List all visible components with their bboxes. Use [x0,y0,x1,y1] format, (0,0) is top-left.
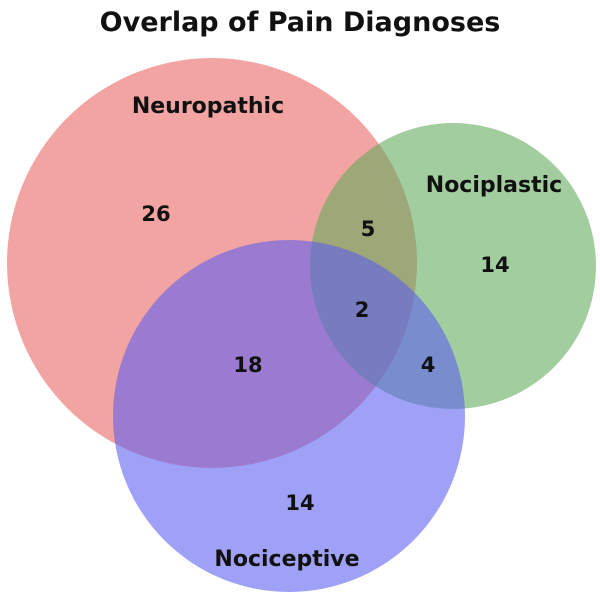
region-value-neuropathic-nociplastic: 5 [361,217,376,241]
set-circle-nociceptive [113,240,465,592]
region-value-neuropathic-only: 26 [141,202,170,226]
set-label-neuropathic: Neuropathic [132,94,284,119]
region-value-all-three: 2 [355,298,370,322]
chart-title: Overlap of Pain Diagnoses [100,7,501,38]
region-values: 26 14 14 5 18 4 2 [141,202,509,515]
set-labels: Neuropathic Nociplastic Nociceptive [132,94,562,572]
region-value-nociceptive-only: 14 [285,491,314,515]
venn-circles [7,58,596,592]
region-value-nociplastic-nociceptive: 4 [421,353,436,377]
region-value-neuropathic-nociceptive: 18 [233,353,262,377]
set-label-nociceptive: Nociceptive [214,547,359,572]
set-label-nociplastic: Nociplastic [426,173,562,198]
region-value-nociplastic-only: 14 [480,253,509,277]
